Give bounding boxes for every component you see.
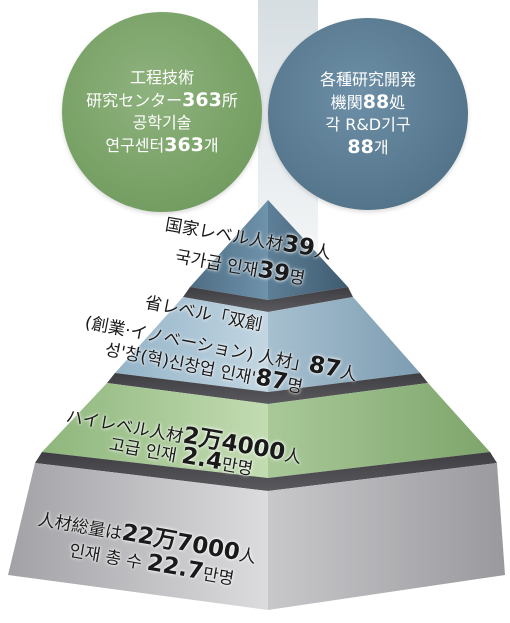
rd-institutions-unit-jp: 処: [389, 93, 406, 112]
engineering-centers-unit-jp: 所: [221, 91, 238, 110]
rd-institutions-number-jp: 88: [362, 91, 390, 113]
rd-institutions-title-kr: 각 R&D기구: [325, 115, 411, 134]
tier-1-unit-jp: 人: [312, 241, 333, 264]
tier-3-unit-kr: 만명: [220, 454, 255, 480]
rd-institutions-circle: 各種研究開発 機関88処 각 R&D기구 88개: [268, 18, 468, 210]
rd-institutions-count-kr: 88개: [347, 136, 388, 159]
tier-4-total: [8, 463, 505, 610]
tier-2-provincial: [115, 297, 420, 392]
tier-4-unit-kr: 만명: [201, 564, 236, 590]
engineering-centers-title-kr: 공학기술: [132, 113, 192, 132]
tier-1-national: [190, 200, 348, 300]
band-3: [35, 452, 497, 491]
engineering-centers-number-jp: 363: [182, 89, 222, 111]
rd-institutions-unit-kr: 개: [373, 138, 389, 157]
band-1: [183, 287, 353, 312]
tier-2-unit-jp: 人: [338, 362, 359, 386]
rd-institutions-count-jp: 機関88処: [331, 91, 405, 114]
tier-4-unit-jp: 人: [237, 545, 258, 568]
engineering-centers-count-kr: 연구센터363개: [105, 134, 218, 157]
rd-institutions-title-jp: 各種研究開発: [319, 70, 416, 89]
engineering-centers-label-kr: 연구센터: [105, 136, 165, 155]
tier-3-unit-jp: 人: [282, 445, 303, 468]
engineering-centers-circle: 工程技術 研究センター363所 공학기술 연구센터363개: [62, 12, 262, 212]
tier-3-high-level: [42, 383, 490, 478]
tier-1-number-jp: 39: [280, 230, 317, 262]
band-2: [107, 373, 428, 404]
rd-institutions-label-jp: 機関: [330, 93, 363, 112]
engineering-centers-count-jp: 研究センター363所: [86, 89, 238, 112]
engineering-centers-number-kr: 363: [164, 134, 204, 156]
tier-1-number-kr: 39: [255, 256, 292, 288]
rd-institutions-number-kr: 88: [347, 136, 374, 158]
engineering-centers-title-jp: 工程技術: [129, 68, 194, 87]
engineering-centers-label-jp: 研究センター: [86, 91, 183, 110]
engineering-centers-unit-kr: 개: [203, 136, 219, 155]
